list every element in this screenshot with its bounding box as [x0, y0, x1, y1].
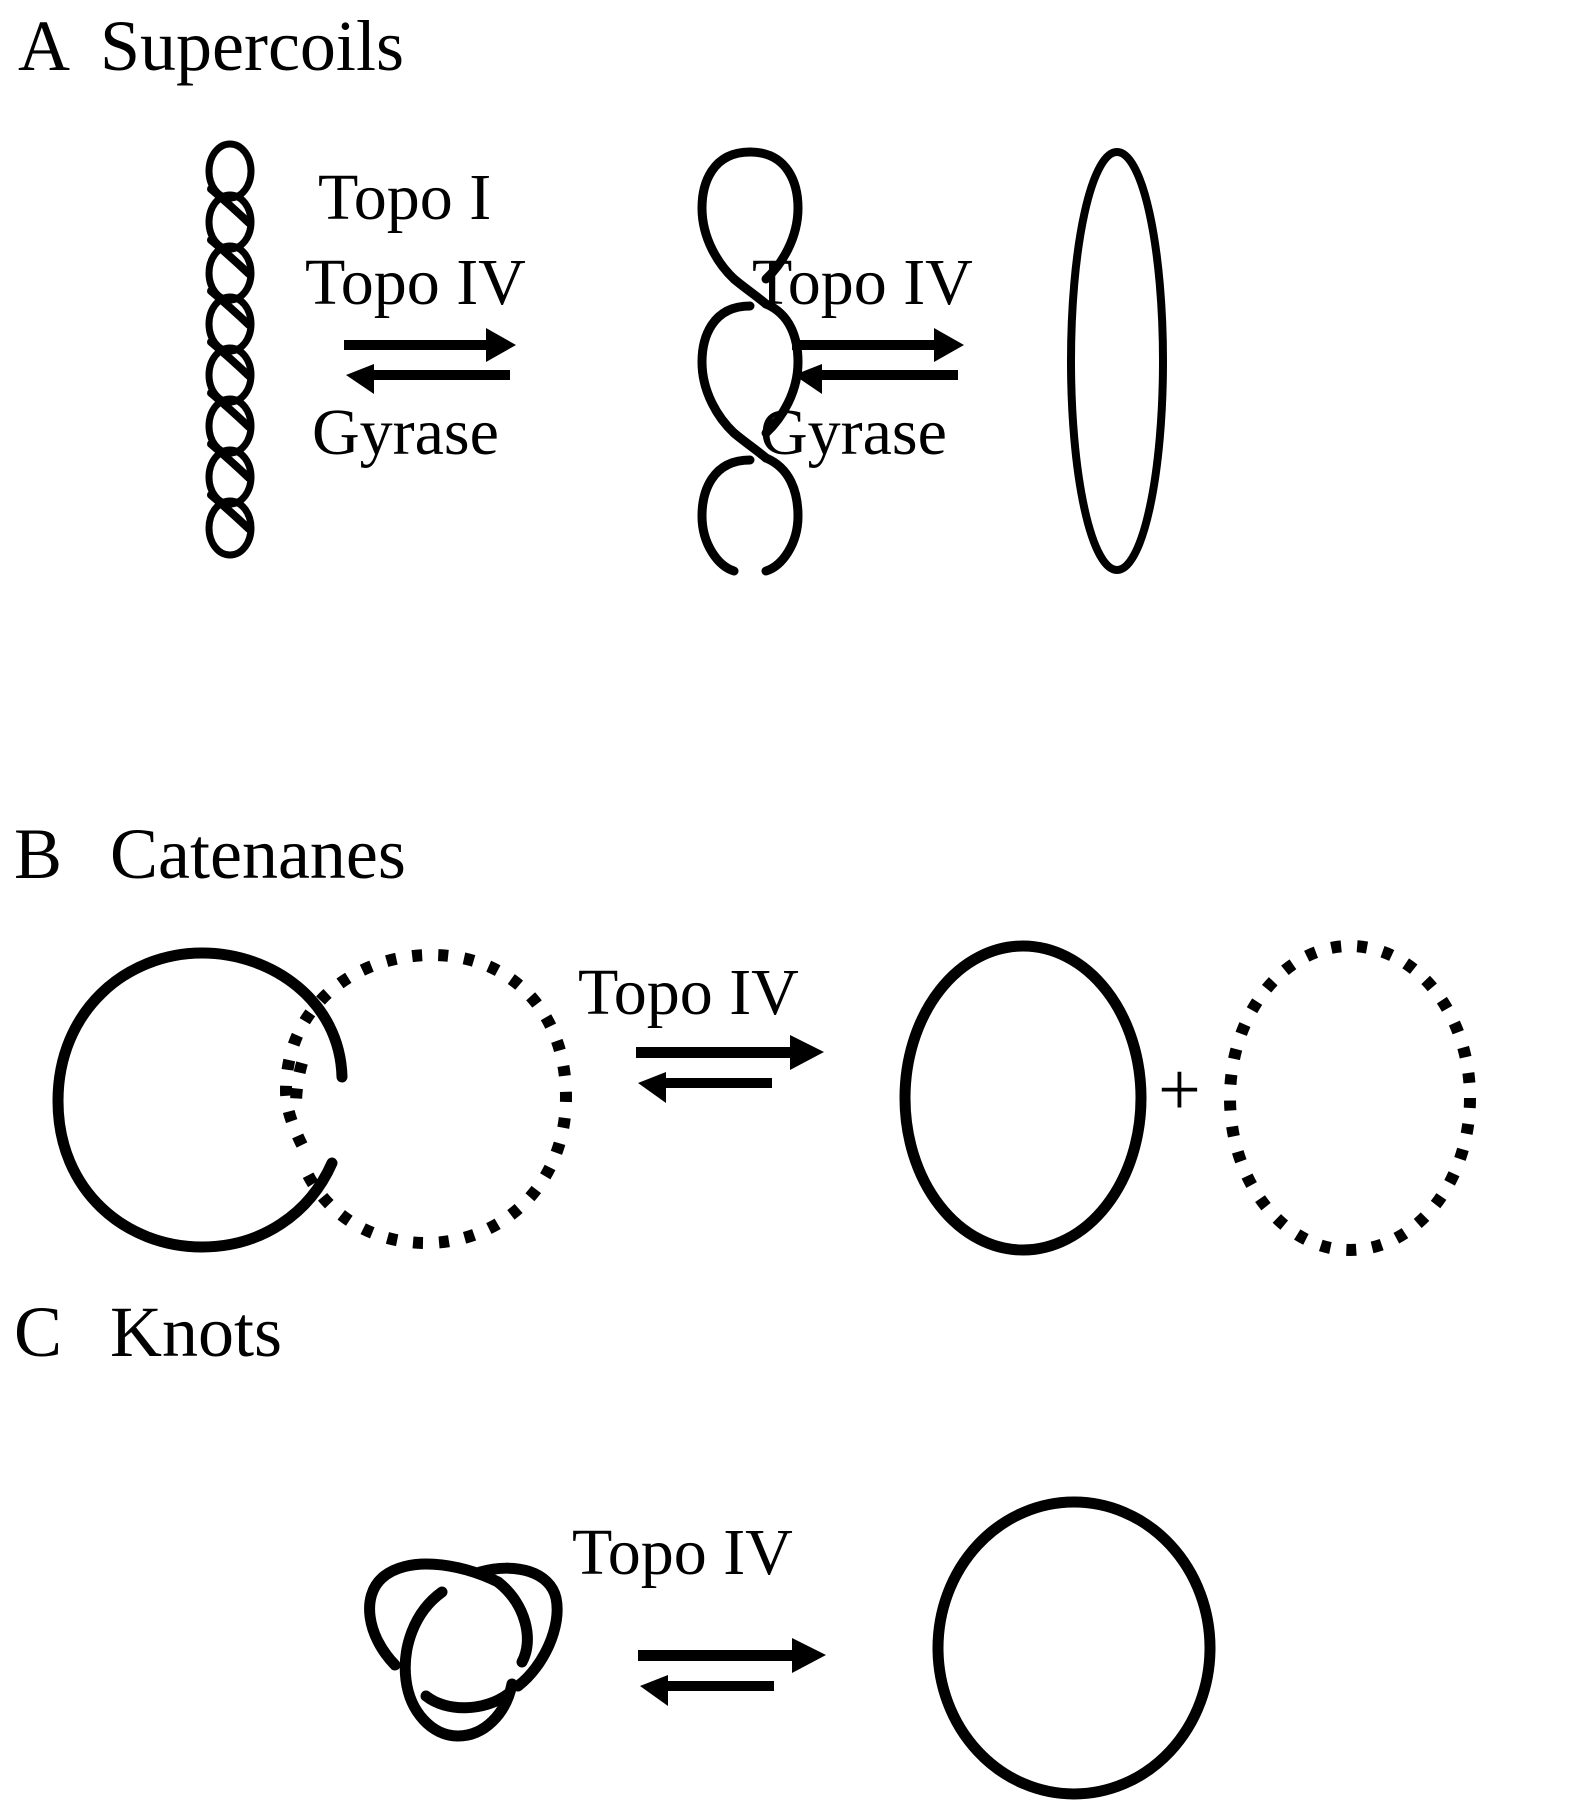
- panel-a-gyrase-right-label: Gyrase: [760, 396, 947, 469]
- supercoil-left-svg: [205, 140, 255, 559]
- solid-circle-svg: [899, 940, 1147, 1256]
- panel-c-arrow: [630, 1638, 830, 1710]
- decatenated-dotted-circle: [1222, 938, 1482, 1258]
- relaxed-circle-dna: [1062, 146, 1172, 576]
- panel-c-letter: C: [14, 1292, 63, 1372]
- panel-b-title: Catenanes: [110, 814, 406, 894]
- partially-supercoiled-dna: [690, 146, 810, 576]
- catenane-svg: [52, 947, 573, 1253]
- trefoil-knotted-circle: [348, 1500, 578, 1742]
- panel-a-topo1-label: Topo I: [318, 161, 492, 234]
- panel-a-gyrase-left-label: Gyrase: [312, 396, 499, 469]
- trefoil-knot-svg: [364, 1558, 563, 1742]
- equilibrium-arrow-icon: [636, 1035, 824, 1103]
- panel-c-title: Knots: [110, 1292, 283, 1372]
- interlocked-catenated-circles: [40, 945, 580, 1255]
- panel-b-arrow: [628, 1035, 828, 1107]
- panel-c-topo4-label: Topo IV: [572, 1516, 793, 1589]
- plus-operator: +: [1158, 1048, 1201, 1132]
- supercoil-middle-svg: [697, 147, 803, 576]
- unknot-circle-svg: [932, 1496, 1216, 1800]
- unknotted-circle: [932, 1496, 1222, 1800]
- panel-b-letter: B: [14, 814, 63, 894]
- panel-a-topo4-left-label: Topo IV: [305, 246, 526, 319]
- dotted-circle-svg: [1224, 940, 1476, 1256]
- panel-a-arrow-left: [340, 328, 520, 400]
- decatenated-solid-circle: [898, 938, 1148, 1258]
- panel-b-topo4-label: Topo IV: [578, 956, 799, 1029]
- panel-a-title: Supercoils: [100, 6, 404, 86]
- equilibrium-arrow-icon: [344, 328, 516, 394]
- panel-a-letter: A: [18, 6, 70, 86]
- highly-supercoiled-dna: [180, 140, 280, 565]
- equilibrium-arrow-icon: [638, 1638, 826, 1706]
- equilibrium-arrow-icon: [792, 328, 964, 394]
- relaxed-circle-svg: [1067, 148, 1167, 574]
- panel-a-arrow-right: [788, 328, 968, 400]
- panel-a-topo4-right-label: Topo IV: [752, 246, 973, 319]
